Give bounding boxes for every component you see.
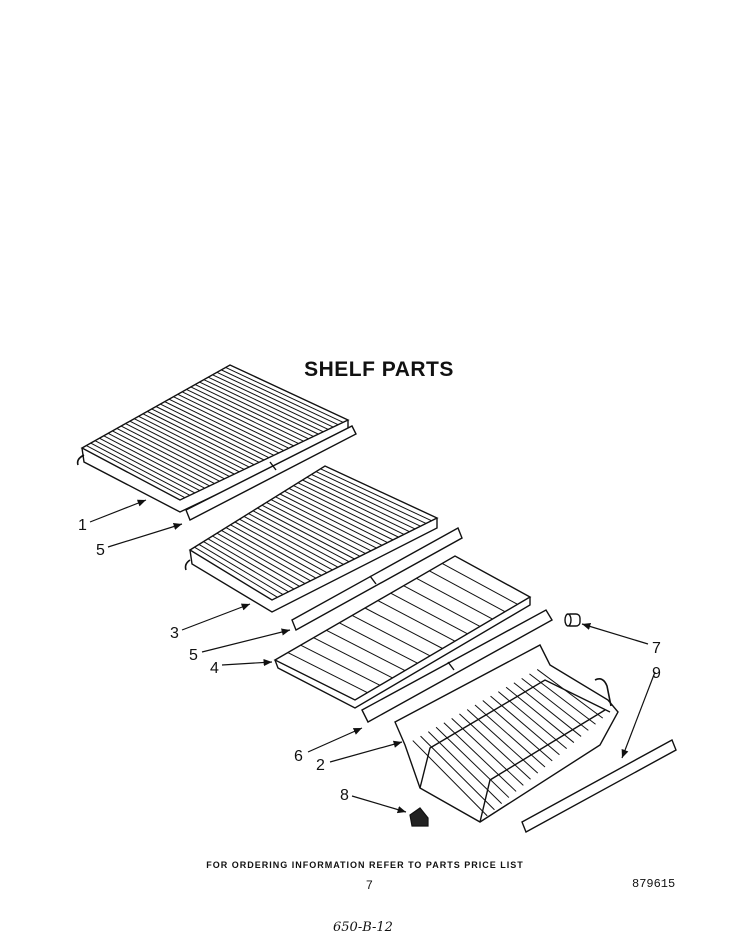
diagram-part-number: 879615 xyxy=(632,877,676,891)
crisper-trim-strip xyxy=(361,609,553,723)
wire-shelf-1 xyxy=(76,364,350,513)
roller-part xyxy=(564,613,581,627)
shelf-trim-strip-upper xyxy=(185,425,357,521)
leader-lines xyxy=(89,499,656,814)
callout-8: 8 xyxy=(340,787,349,804)
callout-9: 9 xyxy=(652,665,661,682)
wire-basket xyxy=(394,644,619,823)
wire-shelf-4 xyxy=(273,555,532,709)
callout-4: 4 xyxy=(210,660,219,677)
shelf-trim-strip-lower xyxy=(291,527,463,631)
callout-6: 6 xyxy=(294,748,303,765)
page-number: 7 xyxy=(366,878,373,892)
diagram-title: SHELF PARTS xyxy=(304,358,454,381)
callout-1: 1 xyxy=(78,517,87,534)
callout-2: 2 xyxy=(316,757,325,774)
handwritten-note: 650-B-12 xyxy=(333,920,393,935)
callout-5-upper: 5 xyxy=(96,542,105,559)
basket-trim-strip xyxy=(521,739,677,833)
ordering-note: FOR ORDERING INFORMATION REFER TO PARTS … xyxy=(206,860,524,870)
basket-foot xyxy=(409,807,429,827)
wire-shelf-3 xyxy=(184,465,439,613)
callout-7: 7 xyxy=(652,640,661,657)
callout-5-lower: 5 xyxy=(189,647,198,664)
callout-3: 3 xyxy=(170,625,179,642)
